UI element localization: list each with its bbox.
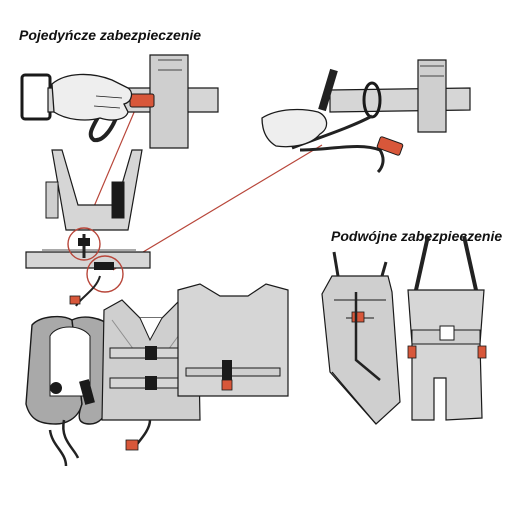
- harness-front: [25, 149, 151, 307]
- strap-end: [88, 109, 120, 143]
- red-buckle-icon: [407, 345, 417, 359]
- rectangular-ring-icon: [20, 73, 52, 121]
- red-buckle-icon: [376, 136, 404, 156]
- strap-band-right: [329, 87, 471, 113]
- leader-line-strap-detail: [112, 144, 323, 271]
- hand-icon: [261, 108, 328, 148]
- detail-strap-pull: [261, 59, 471, 174]
- inflatable-vest: [25, 315, 111, 467]
- red-buckle-icon: [125, 439, 139, 451]
- red-buckle-icon: [129, 93, 155, 108]
- detail-buckle-close: [20, 54, 219, 149]
- red-buckle-icon: [351, 311, 365, 323]
- highlight-circle-strap: [86, 255, 124, 293]
- harness-rear-panel: [407, 289, 485, 421]
- double-safety-title: Podwójne zabezpieczenie: [331, 228, 503, 244]
- vest-logo: [50, 382, 62, 394]
- vest-back-view: [177, 283, 289, 397]
- vest-back-body: [177, 283, 289, 397]
- harness-body: [51, 149, 143, 231]
- harness-front-panel: [321, 275, 401, 425]
- red-buckle-icon: [221, 379, 233, 391]
- strap-raised: [318, 68, 338, 112]
- vest-panel: [149, 54, 189, 149]
- red-buckle-icon: [477, 345, 487, 359]
- double-harness-front: [321, 251, 401, 425]
- buoyancy-vest: [101, 299, 201, 451]
- rear-buckle-icon: [439, 325, 455, 341]
- vest-panel-right: [417, 59, 447, 133]
- highlight-circle-buckle: [67, 227, 101, 261]
- red-buckle-icon: [69, 295, 81, 305]
- single-safety-title: Pojedyńcze zabezpieczenie: [19, 27, 202, 43]
- double-harness-rear: [407, 235, 487, 421]
- hand-icon: [51, 73, 133, 121]
